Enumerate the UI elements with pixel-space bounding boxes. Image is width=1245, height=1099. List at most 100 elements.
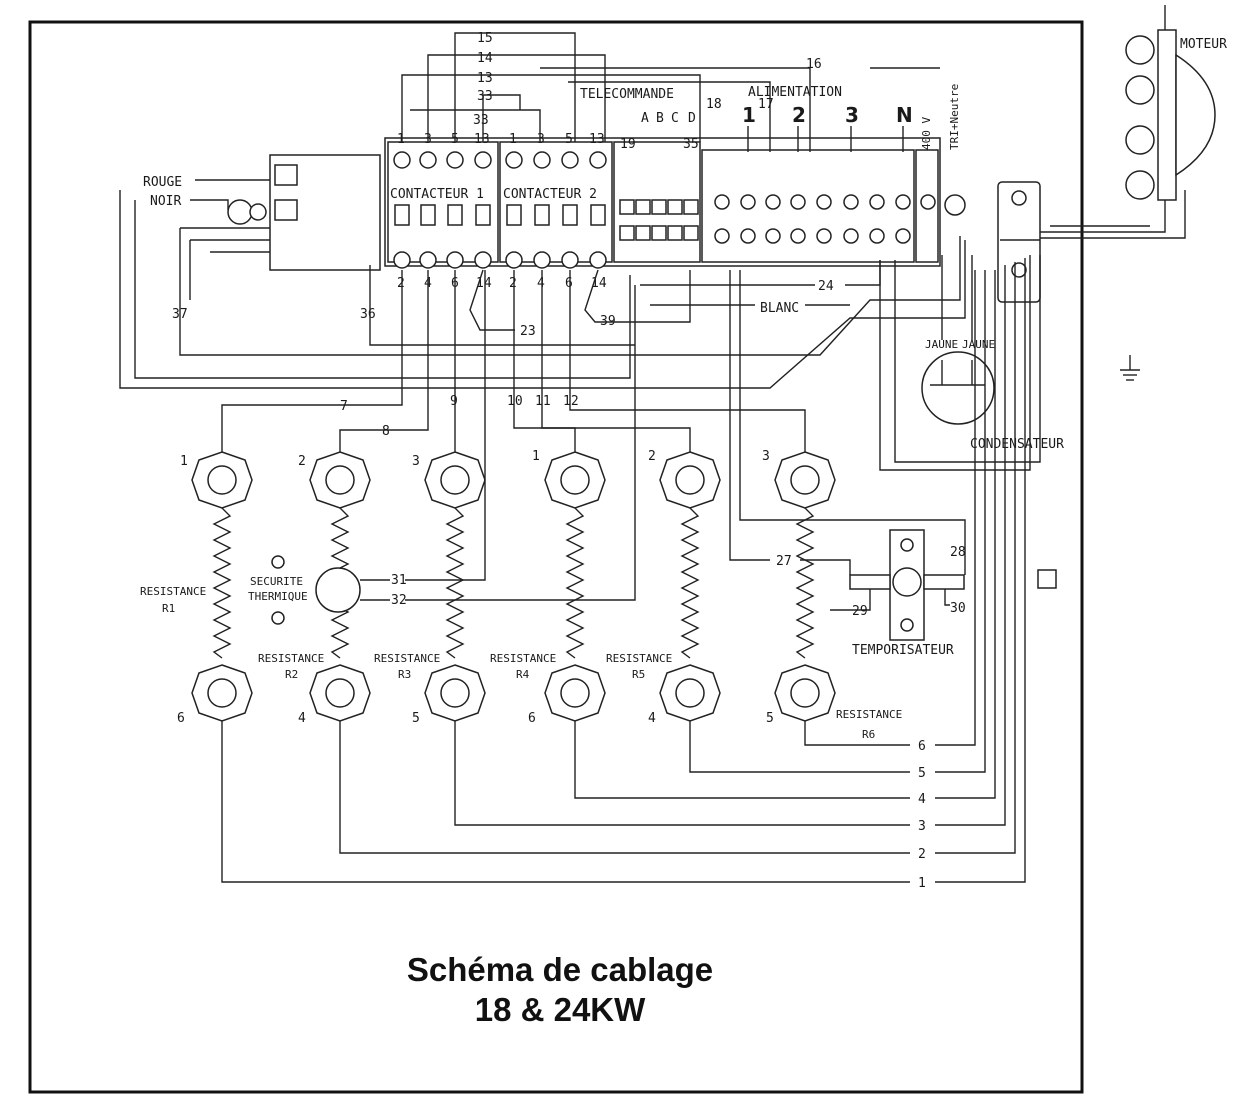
wire-35: 35 [683,137,699,152]
supply-terminals: ALIMENTATION 1 2 3 N 400 V TRI+Neutre [742,84,961,152]
wire-37: 37 [172,307,188,322]
alimentation-label: ALIMENTATION [748,85,842,100]
c2-bot-4: 4 [537,276,545,291]
motor: MOTEUR [1125,5,1227,201]
r3-top-num: 3 [412,454,420,469]
wire-30: 30 [950,601,966,616]
return-wire-4: 4 [918,792,926,807]
r5-bot-num: 4 [648,711,656,726]
tele-d: D [688,111,696,126]
contacteur-1-label: CONTACTEUR 1 [390,187,484,202]
telecommande-block: TELECOMMANDE A B C D [580,87,699,241]
return-wire-5: 5 [918,766,926,781]
diagram-title: Schéma de cablage 18 & 24KW [300,950,820,1030]
supply-1: 1 [742,103,756,127]
resistance-terminals-top [191,451,836,509]
r6-top-num: 3 [762,449,770,464]
c2-top-1: 1 [509,132,517,147]
wire-19: 19 [620,137,636,152]
r2-bot-num: 4 [298,711,306,726]
supply-2: 2 [792,103,806,127]
tele-a: A [641,111,649,126]
noir-label: NOIR [150,194,181,209]
contacteur-2: CONTACTEUR 2 1 3 5 13 2 4 6 14 [503,132,607,291]
securite-label: SECURITE [250,575,303,588]
condensateur-label: CONDENSATEUR [970,437,1064,452]
return-wire-1: 1 [918,876,926,891]
resistance-coils [212,507,815,659]
jaune-1-label: JAUNE [925,338,958,351]
wire-13: 13 [477,71,493,86]
c2-top-13: 13 [589,132,605,147]
wire-24: 24 [818,279,834,294]
wire-11: 11 [535,394,551,409]
r3-name: RESISTANCE [374,652,440,665]
wire-16: 16 [806,57,822,72]
wire-17: 17 [758,97,774,112]
wire-29: 29 [852,604,868,619]
rouge-label: ROUGE [143,175,182,190]
r5-id: R5 [632,668,645,681]
r6-name: RESISTANCE [836,708,902,721]
c2-top-3: 3 [537,132,545,147]
return-wire-6: 6 [918,739,926,754]
r2-top-num: 2 [298,454,306,469]
tele-b: B [656,111,664,126]
r1-bot-num: 6 [177,711,185,726]
r4-id: R4 [516,668,530,681]
earth-icon [1120,355,1140,381]
blanc-label: BLANC [760,301,799,316]
wire-8: 8 [382,424,390,439]
wire-27: 27 [776,554,792,569]
c2-bot-2: 2 [509,276,517,291]
contacteur-2-label: CONTACTEUR 2 [503,187,597,202]
wire-23: 23 [520,324,536,339]
c2-top-5: 5 [565,132,573,147]
moteur-label: MOTEUR [1180,37,1227,52]
r1-name: RESISTANCE [140,585,206,598]
voltage-label: 400 V [920,117,933,150]
r2-name: RESISTANCE [258,652,324,665]
c1-top-1: 1 [397,132,405,147]
wire-18: 18 [706,97,722,112]
tele-c: C [671,111,679,126]
r4-name: RESISTANCE [490,652,556,665]
wire-33: 33 [477,89,493,104]
temporisateur: TEMPORISATEUR [849,529,965,658]
diagram-frame [28,20,1084,1094]
r4-top-num: 1 [532,449,540,464]
wire-9: 9 [450,394,458,409]
relay-block [227,154,381,271]
r1-id: R1 [162,602,175,615]
small-square [1037,569,1057,589]
tri-neutre-label: TRI+Neutre [948,84,961,150]
wire-36: 36 [360,307,376,322]
r6-bot-num: 5 [766,711,774,726]
wire-12: 12 [563,394,579,409]
r2-id: R2 [285,668,298,681]
jaune-2-label: JAUNE [962,338,995,351]
r6-id: R6 [862,728,875,741]
title-line-1: Schéma de cablage [406,951,714,988]
condensateur: JAUNE JAUNE CONDENSATEUR [921,338,1064,452]
supply-n: N [896,103,913,127]
wire-14: 14 [477,51,493,66]
return-wire-3: 3 [918,819,926,834]
r3-bot-num: 5 [412,711,420,726]
c2-bot-6: 6 [565,276,573,291]
wire-33b: 33 [473,113,489,128]
r3-id: R3 [398,668,411,681]
supply-screws [714,194,966,244]
temporisateur-label: TEMPORISATEUR [852,643,954,658]
wire-10: 10 [507,394,523,409]
r4-bot-num: 6 [528,711,536,726]
resistance-terminals-bottom [191,664,836,722]
wire-31: 31 [391,573,407,588]
wire-28: 28 [950,545,966,560]
c1-bot-2: 2 [397,276,405,291]
r1-top-num: 1 [180,454,188,469]
wire-32: 32 [391,593,407,608]
r5-top-num: 2 [648,449,656,464]
supply-3: 3 [845,103,859,127]
